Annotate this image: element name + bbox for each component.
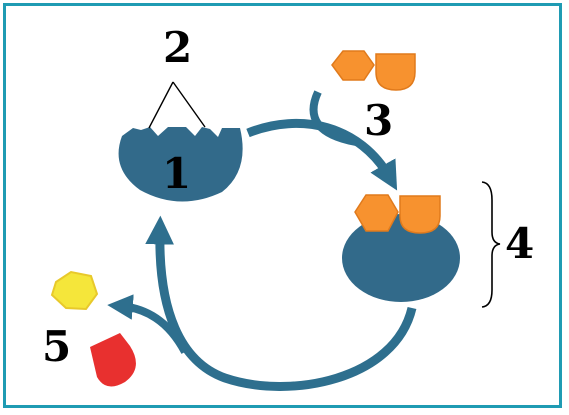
label-products: 5 bbox=[42, 322, 72, 371]
substrate-hexagon bbox=[331, 50, 375, 81]
complex-brace bbox=[481, 181, 501, 308]
substrate-shield bbox=[375, 53, 416, 91]
label-complex: 4 bbox=[505, 219, 535, 268]
diagram-frame bbox=[3, 3, 562, 408]
product-hexagon bbox=[50, 270, 99, 311]
cycle-arrow-bottom bbox=[145, 215, 417, 391]
active-site-pointer bbox=[148, 81, 206, 129]
label-substrates: 3 bbox=[364, 96, 394, 145]
product-release-arrow bbox=[107, 294, 189, 354]
label-enzyme: 1 bbox=[162, 149, 192, 198]
enzyme bbox=[118, 127, 243, 202]
bound-substrate-shield bbox=[399, 195, 441, 234]
substrate-entry-arrow bbox=[309, 90, 357, 146]
label-active-site: 2 bbox=[163, 23, 193, 72]
bound-substrate-hexagon bbox=[354, 194, 399, 232]
enzyme-substrate-complex bbox=[342, 214, 460, 302]
product-shield bbox=[90, 333, 136, 387]
